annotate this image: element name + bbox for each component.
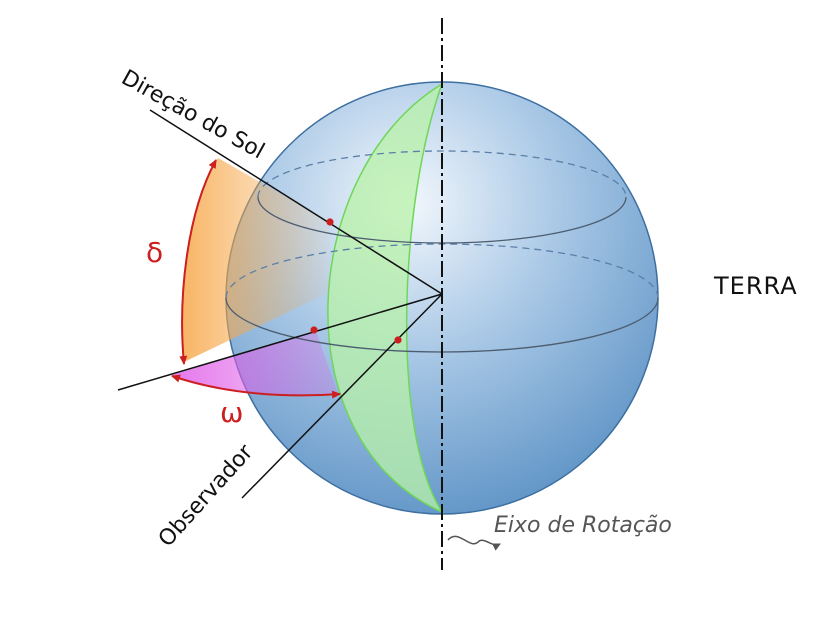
hour-angle-arc — [171, 374, 341, 399]
equator-point — [310, 326, 318, 334]
rotation-axis-label: Eixo de Rotação — [494, 513, 672, 538]
earth-label: TERRA — [713, 272, 798, 300]
sun-direction-label: Direção do Sol — [117, 65, 268, 164]
solar-parallel-back — [257, 150, 627, 198]
rotation-arrow-icon — [447, 535, 501, 551]
observer-direction-line — [241, 293, 443, 499]
observer-point — [394, 336, 402, 344]
hour-angle-symbol: ω — [220, 396, 243, 429]
declination-region — [182, 158, 330, 362]
sun-direction-line — [149, 109, 443, 295]
observer-meridian-lune — [327, 82, 444, 514]
observer-label: Observador — [154, 439, 259, 552]
hour-angle-reference-line — [117, 293, 443, 391]
sun-point — [326, 218, 334, 226]
declination-symbol: δ — [146, 236, 163, 269]
declination-arc — [179, 159, 217, 365]
